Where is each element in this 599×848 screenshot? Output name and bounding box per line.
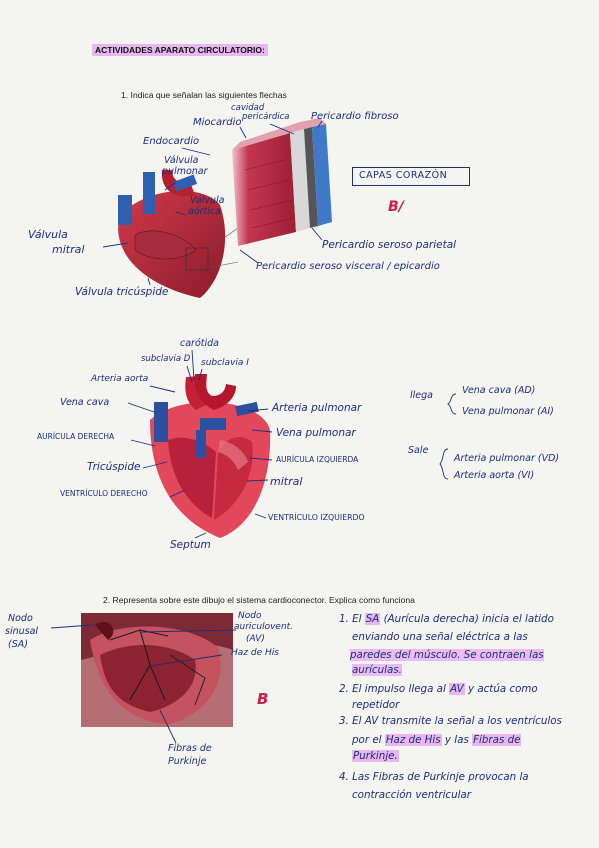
label-subclavia-i: subclavia I (201, 358, 249, 368)
label-cavidad: cavidad (231, 103, 265, 113)
label-mitral: mitral (270, 475, 303, 488)
sale-item-1: Arteria pulmonar (VD) (454, 453, 560, 464)
label-ventriculo-derecho: VENTRÍCULO DERECHO (60, 489, 148, 498)
grade-mark-1: B/ (388, 199, 404, 215)
label-pericardio-seroso-visceral: Pericardio seroso visceral / epicardio (256, 261, 440, 272)
label-valvula-mitral-2: mitral (52, 243, 85, 256)
heart-drawing-2 (150, 374, 271, 538)
label-sale: Sale (408, 445, 429, 456)
label-arteria-aorta: Arteria aorta (91, 374, 149, 384)
label-nodo-av-2: auriculovent. (234, 622, 294, 632)
explanation-line-7: 3. El AV transmite la señal a los ventrí… (339, 715, 562, 727)
question-1: 1. Indica que señalan las siguientes fle… (121, 90, 287, 100)
label-haz-his: Haz de His (231, 648, 279, 658)
label-carotida: carótida (180, 338, 219, 349)
explanation-line-10: 4. Las Fibras de Purkinje provocan la (339, 771, 529, 783)
explanation-line-8: por el Haz de His y las Fibras de (352, 734, 522, 746)
capas-corazon-box (352, 167, 470, 186)
label-valvula-aortica-1: Válvula (190, 195, 225, 206)
label-valvula-tricuspide: Válvula tricúspide (75, 286, 169, 298)
question-2: 2. Representa sobre este dibujo el siste… (103, 595, 415, 605)
label-endocardio: Endocardio (143, 136, 200, 147)
label-auricula-derecha: AURÍCULA DERECHA (37, 432, 115, 441)
label-valvula-aortica-2: aórtica (188, 206, 221, 217)
label-fibras-2: Purkinje (168, 756, 207, 767)
explanation-line-5: 2. El impulso llega al AV y actúa como (339, 683, 538, 695)
explanation-line-1: 1. El SA (Aurícula derecha) inicia el la… (339, 613, 554, 625)
label-ventriculo-izquierdo: VENTRÍCULO IZQUIERDO (268, 513, 365, 522)
label-nodo-sinusal-3: (SA) (8, 639, 28, 650)
explanation-line-3: paredes del músculo. Se contraen las (350, 649, 544, 661)
heart-wall-layers (232, 118, 332, 246)
label-pericardio-seroso-parietal: Pericardio seroso parietal (322, 239, 457, 251)
label-nodo-sinusal-1: Nodo (8, 613, 33, 624)
heart-drawing-1 (118, 170, 226, 298)
sale-item-2: Arteria aorta (VI) (454, 470, 535, 481)
label-valvula-mitral-1: Válvula (28, 228, 68, 241)
label-fibras-1: Fibras de (168, 743, 212, 754)
label-valvula-pulmonar-1: Válvula (164, 155, 199, 166)
explanation-line-4: aurículas. (352, 664, 402, 676)
label-nodo-av-3: (AV) (246, 634, 265, 644)
explanation-line-11: contracción ventricular (352, 789, 472, 801)
label-pericardica: pericárdica (242, 112, 290, 122)
grade-mark-2: B (257, 690, 269, 708)
llega-item-1: Vena cava (AD) (462, 385, 536, 396)
explanation-line-2: enviando una señal eléctrica a las (352, 631, 528, 643)
llega-item-2: Vena pulmonar (AI) (462, 406, 554, 417)
label-nodo-av-1: Nodo (238, 611, 262, 621)
label-capas-corazon: CAPAS CORAZÓN (359, 170, 448, 181)
worksheet-title: ACTIVIDADES APARATO CIRCULATORIO: (92, 44, 268, 56)
label-pericardio-fibroso: Pericardio fibroso (311, 111, 399, 122)
label-tricuspide: Tricúspide (87, 461, 141, 473)
label-miocardio: Miocardio (193, 117, 242, 128)
label-llega: llega (410, 390, 433, 401)
label-valvula-pulmonar-2: pulmonar (162, 166, 208, 177)
explanation-line-6: repetidor (352, 699, 400, 711)
label-septum: Septum (170, 539, 211, 551)
label-auricula-izquierda: AURÍCULA IZQUIERDA (276, 455, 359, 464)
label-subclavia-d: subclavia D (141, 354, 191, 364)
explanation-line-9: Purkinje. (352, 750, 399, 762)
label-vena-cava: Vena cava (60, 397, 110, 408)
label-vena-pulmonar: Vena pulmonar (276, 427, 356, 439)
label-arteria-pulmonar: Arteria pulmonar (272, 402, 362, 414)
label-nodo-sinusal-2: sinusal (5, 626, 39, 637)
